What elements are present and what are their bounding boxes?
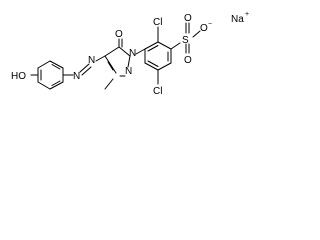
c-s-bond (170, 42, 181, 50)
chloro-top-label: Cl (153, 17, 162, 28)
sulfonate-o-label: O (200, 23, 208, 34)
carbonyl-o-label: O (115, 29, 123, 40)
azo-bond-double (81, 66, 92, 76)
pyrazolone-ring (104, 46, 131, 77)
ring-n1-label: N (129, 48, 136, 59)
hydroxyl-label: HO (11, 71, 26, 82)
azo-n1-label: N (73, 71, 80, 82)
sulfonyl-o-bottom-label: O (184, 55, 192, 66)
sodium-label: Na (231, 14, 244, 25)
s-o-minus-bond (192, 30, 201, 38)
azo-n2-label: N (88, 55, 95, 66)
sulfonate-charge-label: − (208, 21, 212, 28)
chemical-structure: HO N N O N N Cl Cl S O O O − Na + (11, 11, 249, 97)
n-ring-bond (95, 55, 106, 62)
sulfur-label: S (182, 35, 189, 46)
ring-n2-label: N (125, 66, 132, 77)
chloro-bottom-label: Cl (153, 86, 162, 97)
n-aryl-bond (135, 48, 146, 55)
sulfophenyl-ring (144, 41, 172, 71)
phenol-ring (37, 60, 64, 90)
sulfonyl-o-top-label: O (184, 13, 192, 24)
methyl-bond (104, 78, 114, 90)
sodium-charge-label: + (245, 11, 249, 18)
azo-bond (79, 63, 90, 73)
